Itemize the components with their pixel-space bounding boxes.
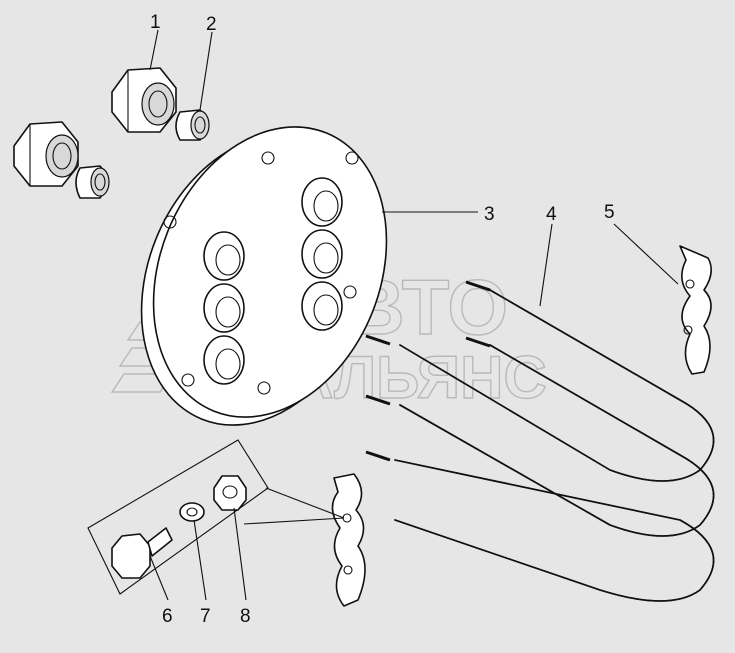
part-7-washer [179,502,205,522]
part-2-sleeve-upper [175,109,210,141]
callout-7: 7 [200,606,211,627]
part-6-bolt [111,527,173,579]
clamp-bracket [331,473,366,607]
callout-6: 6 [162,606,173,627]
leader-lines [149,29,679,601]
part-1-nut-upper [111,67,177,133]
callout-5: 5 [604,202,615,223]
nut-lower [13,121,79,187]
callout-3: 3 [484,204,495,225]
flange-bosses [203,177,343,385]
callout-1: 1 [150,12,161,33]
sleeve-lower [75,165,110,199]
callout-8: 8 [240,606,251,627]
threaded-terminals [365,280,491,462]
callout-4: 4 [546,204,557,225]
part-4-heating-elements [365,280,715,602]
hardware-group [87,439,269,595]
part-5-bracket [679,245,712,375]
part-3-flange [140,126,388,426]
part-8-nut [213,475,247,511]
callout-2: 2 [206,14,217,35]
